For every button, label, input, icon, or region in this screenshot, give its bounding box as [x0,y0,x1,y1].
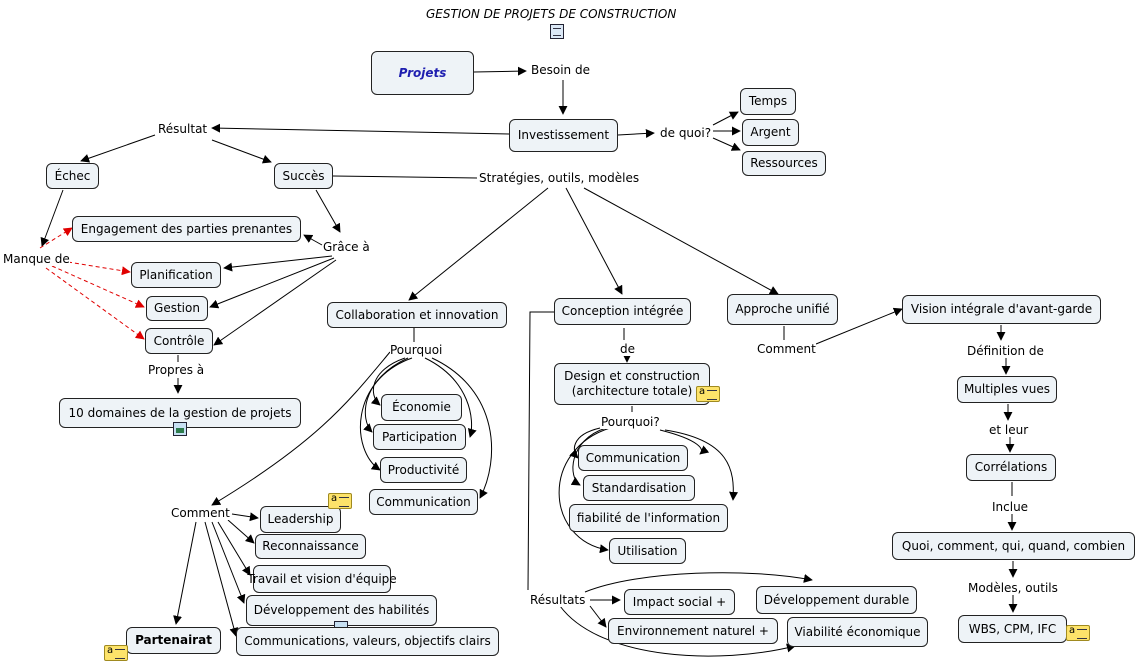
node-partenairat[interactable]: Partenairat [126,627,221,654]
image-icon[interactable] [173,422,187,436]
node-argent[interactable]: Argent [742,119,799,146]
node-approche[interactable]: Approche unifié [727,294,838,325]
node-conception[interactable]: Conception intégrée [554,298,691,325]
node-communications-valeurs[interactable]: Communications, valeurs, objectifs clair… [236,627,499,656]
node-controle[interactable]: Contrôle [145,328,213,354]
link-resultat: Résultat [158,122,208,136]
node-ressources[interactable]: Ressources [742,151,826,176]
node-reconnaissance[interactable]: Reconnaissance [255,534,366,559]
node-vision[interactable]: Vision intégrale d'avant-garde [902,295,1101,324]
node-economie[interactable]: Économie [381,394,462,421]
note-icon[interactable] [1066,625,1090,641]
link-et-leur: et leur [989,423,1029,437]
node-temps[interactable]: Temps [740,88,796,115]
link-de: de [620,342,635,356]
node-label: Partenairat [135,633,212,647]
link-strategies: Stratégies, outils, modèles [479,171,640,185]
node-productivite[interactable]: Productivité [380,457,467,483]
link-definition-de: Définition de [967,344,1044,358]
link-pourquoi: Pourquoi [390,343,443,357]
node-wbs[interactable]: WBS, CPM, IFC [958,615,1067,643]
document-icon[interactable] [550,24,564,39]
note-icon[interactable] [696,386,720,402]
node-travail[interactable]: Travail et vision d'équipe [247,565,397,593]
link-grace-a: Grâce à [323,240,370,254]
node-label: (architecture totale) [571,384,693,398]
node-communication-collab[interactable]: Communication [369,489,478,515]
node-gestion[interactable]: Gestion [146,296,208,321]
link-besoin-de: Besoin de [531,63,590,77]
node-label: Design et construction [564,369,700,383]
node-echec[interactable]: Échec [46,163,99,189]
link-pourquoi-2: Pourquoi? [601,415,660,429]
node-utilisation[interactable]: Utilisation [609,538,686,564]
node-planification[interactable]: Planification [131,262,221,288]
node-communication-conception[interactable]: Communication [578,445,688,471]
node-fiabilite[interactable]: fiabilité de l'information [569,504,728,532]
node-projets[interactable]: Projets [371,51,474,95]
node-investissement[interactable]: Investissement [509,119,618,152]
link-manque-de: Manque de [3,252,70,266]
node-leadership[interactable]: Leadership [260,506,341,533]
node-developpement[interactable]: Développement des habilités [246,595,437,626]
link-de-quoi: de quoi? [660,126,712,140]
link-comment: Comment [171,506,230,520]
node-engagement[interactable]: Engagement des parties prenantes [72,216,301,242]
link-inclue: Inclue [992,500,1029,514]
node-correlations[interactable]: Corrélations [966,454,1056,481]
node-succes[interactable]: Succès [274,163,333,189]
note-icon[interactable] [328,493,352,509]
link-propres-a: Propres à [148,363,205,377]
node-multiples-vues[interactable]: Multiples vues [957,376,1057,403]
node-dev-durable[interactable]: Développement durable [756,586,917,614]
node-environnement[interactable]: Environnement naturel + [608,618,778,644]
link-comment-approche: Comment [757,342,816,356]
node-participation[interactable]: Participation [373,424,466,450]
node-collaboration[interactable]: Collaboration et innovation [327,302,507,328]
node-design[interactable]: Design et construction (architecture tot… [554,363,710,405]
node-quoi[interactable]: Quoi, comment, qui, quand, combien [892,532,1135,560]
node-viabilite[interactable]: Viabilité économique [787,617,928,647]
link-resultats: Résultats [530,593,586,607]
map-title: GESTION DE PROJETS DE CONSTRUCTION [426,7,677,21]
link-modeles-outils: Modèles, outils [968,581,1058,595]
node-label: Projets [398,65,447,80]
node-standardisation[interactable]: Standardisation [583,475,695,501]
node-impact[interactable]: Impact social + [624,589,735,615]
note-icon[interactable] [104,645,128,661]
